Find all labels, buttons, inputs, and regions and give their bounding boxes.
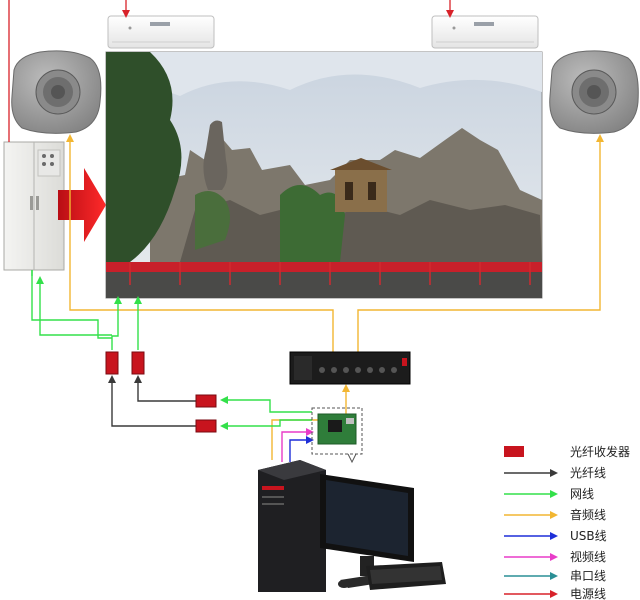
video-line (281, 428, 314, 462)
fiber-transceiver-1 (105, 351, 119, 375)
legend-label: USB线 (570, 529, 607, 543)
power-lines (8, 0, 454, 142)
usb-line (289, 436, 314, 462)
fiber-transceiver-4 (195, 419, 217, 433)
rock-speaker-left (11, 50, 102, 134)
fiber-lines (108, 375, 196, 427)
rock-speaker-right (549, 50, 639, 134)
keyboard (366, 562, 446, 590)
network-lines (31, 270, 312, 430)
legend-label: 音频线 (570, 507, 606, 522)
air-conditioner-left (107, 15, 215, 49)
legend-label: 网线 (570, 487, 594, 501)
legend-item-serial-line: 串口线 (504, 569, 606, 583)
mouse (338, 580, 350, 588)
legend-item-video-line: 视频线 (504, 549, 606, 564)
legend-label: 光纤线 (570, 466, 606, 480)
control-cabinet (3, 141, 65, 271)
legend-item-fiber-line: 光纤线 (504, 466, 606, 480)
big-red-arrow (58, 168, 106, 242)
legend: 光纤收发器 光纤线 网线 音频线 USB线 视频线 串口线 电源 (504, 444, 630, 600)
legend-item-network-line: 网线 (504, 487, 594, 501)
legend-label: 电源线 (570, 587, 606, 600)
led-display-screen (105, 51, 543, 299)
legend-item-power-line: 电源线 (504, 587, 606, 600)
computer-tower (258, 460, 326, 592)
legend-label: 视频线 (570, 549, 606, 564)
fiber-transceiver-3 (195, 394, 217, 408)
air-conditioner-right (431, 15, 539, 49)
legend-label: 串口线 (570, 569, 606, 583)
legend-item-fiber-transceiver: 光纤收发器 (504, 444, 630, 459)
legend-item-usb-line: USB线 (504, 529, 607, 543)
fiber-transceiver-2 (131, 351, 145, 375)
legend-label: 光纤收发器 (570, 444, 630, 459)
computer-monitor (320, 474, 414, 588)
control-card (311, 407, 363, 464)
legend-item-audio-line: 音频线 (504, 507, 606, 522)
audio-amplifier (289, 351, 411, 385)
